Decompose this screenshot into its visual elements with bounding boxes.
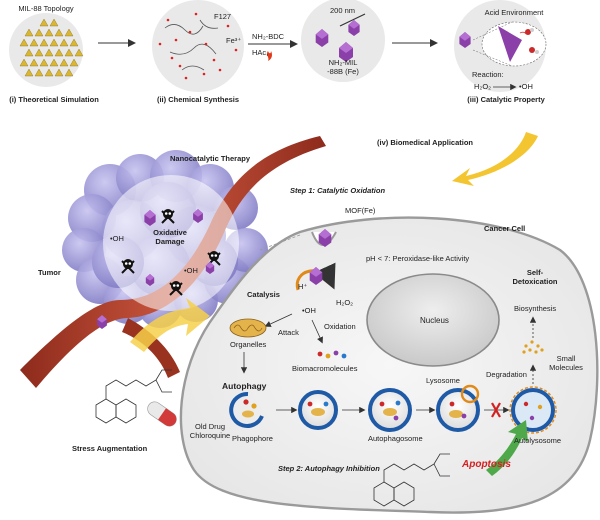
topology-panel (9, 13, 84, 87)
oxidation-label: Oxidation (324, 322, 356, 331)
f127-label: F127 (214, 12, 232, 21)
blood-vessel (20, 136, 326, 388)
skull-icon (169, 281, 183, 296)
closing-autophagosome (298, 390, 338, 430)
apoptosis-arrow (486, 420, 528, 476)
catalysis-label: Catalysis (247, 290, 280, 299)
product-label-2: -88B (Fe) (327, 67, 359, 76)
biomedical-arrow (452, 132, 538, 186)
fe3-label: Fe³⁺ (226, 36, 242, 45)
skull-icon (121, 259, 135, 274)
damage-zone (103, 175, 239, 311)
product-label-1: NH₂-MIL (328, 58, 358, 67)
therapy-title: Nanocatalytic Therapy (170, 154, 251, 163)
autophagosome (368, 388, 412, 432)
lysosome-label: Lysosome (426, 376, 460, 385)
mof-label: MOF(Fe) (345, 206, 376, 215)
inhibition-cross-icon (491, 402, 501, 418)
biomacro-label: Biomacromolecules (292, 364, 358, 373)
reaction-label: Reaction: (472, 70, 504, 79)
reaction-right: •OH (519, 82, 533, 91)
oxidative-damage-label: Oxidative Damage (153, 228, 187, 246)
step1-label: Step 1: Catalytic Oxidation (290, 186, 386, 195)
organelles-label: Organelles (230, 340, 267, 349)
theoretical-caption: (i) Theoretical Simulation (9, 95, 99, 104)
topology-title: MIL-88 Topology (18, 4, 74, 13)
phagophore (229, 391, 264, 428)
small-molecules (522, 340, 544, 354)
ph-note: pH < 7: Peroxidase-like Activity (366, 254, 470, 263)
hplus-label: H⁺ (298, 282, 308, 291)
mof-crystal-icon (315, 29, 329, 47)
nucleus-label: Nucleus (420, 316, 449, 325)
pill-icon (147, 401, 177, 427)
mof-crystal-icon (339, 42, 353, 62)
degradation-label: Degradation (486, 370, 527, 379)
scale-label: 200 nm (330, 6, 356, 15)
cancer-cell-label: Cancer Cell (484, 224, 526, 233)
oh-right-label: •OH (184, 266, 198, 275)
reagent-hac: HAc, (252, 48, 269, 57)
cancer-cell-membrane (179, 216, 599, 514)
attack-label: Attack (278, 328, 299, 337)
biomacromolecules (317, 350, 347, 359)
reagent-nh2bdc: NH₂-BDC (252, 32, 285, 41)
mof-crystal-icon (459, 32, 471, 48)
skull-icon (161, 209, 175, 224)
mof-crystal-icon (145, 274, 155, 286)
lysosome-fusion (436, 384, 480, 432)
reaction-left: H₂O₂ (474, 82, 492, 91)
tumor-label: Tumor (38, 268, 61, 277)
autophagy-label: Autophagy (222, 381, 267, 391)
autolysosome-label: Autolysosome (514, 436, 562, 445)
biomedical-label: (iv) Biomedical Application (377, 138, 473, 147)
autolysosome (509, 386, 557, 434)
mitochondrion-icon (229, 318, 267, 338)
mof-crystal-icon (205, 262, 215, 274)
biosynthesis-label: Biosynthesis (514, 304, 557, 313)
mof-crystal-icon (144, 210, 156, 226)
chloroquine-structure-bottom (373, 453, 450, 507)
vessel-branch (122, 318, 180, 378)
stress-label: Stress Augmentation (72, 444, 148, 453)
flame-icon (267, 51, 272, 61)
mof-crystal-icon (348, 20, 360, 36)
mof-crystal-icon (309, 267, 323, 285)
catalytic-panel (454, 0, 547, 92)
oh-cell-label: •OH (302, 306, 316, 315)
phagophore-label: Phagophore (232, 434, 273, 443)
h2o2-label: H₂O₂ (336, 298, 354, 307)
chloroquine-label: Old Drug Chloroquine (189, 422, 231, 440)
mof-crystal-icon (193, 209, 203, 223)
oh-left-label: •OH (110, 234, 124, 243)
therapy-arrow (130, 298, 210, 352)
mof-crystal-icon (97, 315, 107, 329)
self-detox-label: Self- Detoxication (512, 268, 558, 286)
step2-label: Step 2: Autophagy Inhibition (278, 464, 380, 473)
synthesis-panel (152, 0, 244, 92)
acid-env-label: Acid Environment (484, 8, 544, 17)
catalytic-caption: (iii) Catalytic Property (467, 95, 545, 104)
synthesis-caption: (ii) Chemical Synthesis (156, 95, 240, 104)
mof-crystal-icon (318, 229, 332, 247)
product-panel (301, 0, 385, 82)
chloroquine-structure-left (95, 369, 172, 424)
apoptosis-label: Apoptosis (462, 459, 511, 470)
nucleus (366, 273, 500, 367)
small-molecules-label: Small Molecules (549, 354, 583, 372)
autophagosome-label: Autophagosome (368, 434, 423, 443)
